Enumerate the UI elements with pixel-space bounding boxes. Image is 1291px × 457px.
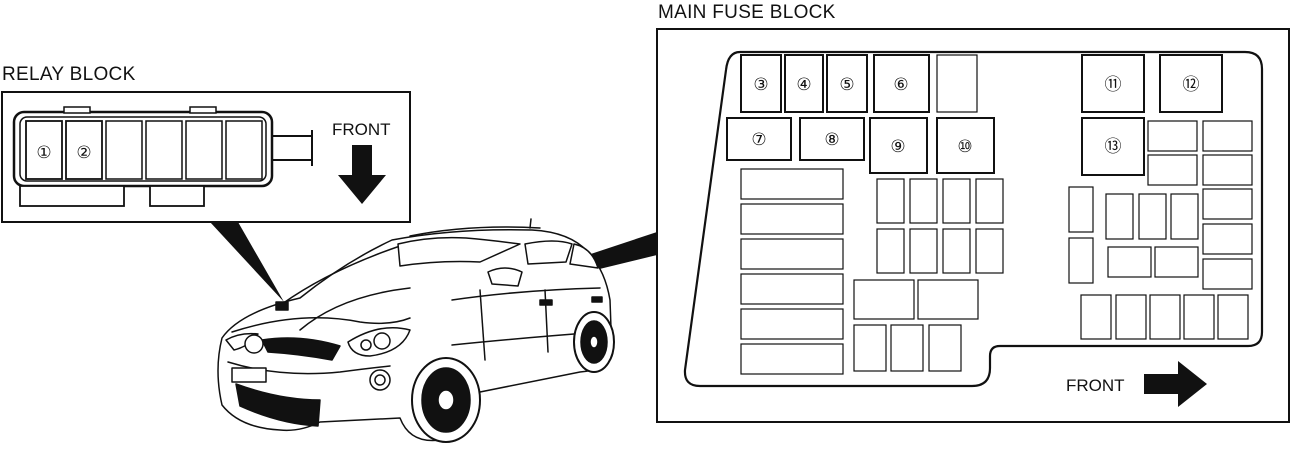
fuse-slot-7-label: ⑦ [751,130,766,149]
relay-front-label: FRONT [332,120,391,139]
fuse-slot-3 [740,54,782,113]
fuse-slot-3-label: ③ [753,75,768,94]
fuse-slot-9 [869,117,928,174]
fuse-slot-9-label: ⑨ [890,137,905,156]
fuse-slot-4-label: ④ [796,75,811,94]
fuse-slot-5 [826,54,868,113]
fuse-slot-13 [1081,117,1145,176]
fuse-slot-7 [726,117,792,161]
fuse-slot-11-label: ⑪ [1105,75,1122,94]
relay-cell-1 [25,120,63,180]
main-front-label: FRONT [1066,376,1125,395]
fuse-slot-5-label: ⑤ [839,75,854,94]
fuse-slot-6-label: ⑥ [893,75,908,94]
car-illustration [217,218,615,443]
main-fuse-block-title: MAIN FUSE BLOCK [658,2,836,23]
fuse-slot-13-label: ⑬ [1105,137,1122,156]
fuse-slot-4 [784,54,824,113]
fuse-slot-8-label: ⑧ [824,130,839,149]
relay-slot-2-label: ② [76,143,91,162]
front-arrow-down-icon [338,145,386,204]
fuse-slot-6 [873,54,930,113]
relay-block-panel: ① ② FRONT [1,91,411,223]
fuse-slot-10 [936,117,995,174]
main-fuse-block-panel: ③ ④ ⑤ ⑥ ⑦ ⑧ ⑨ ⑩ ⑪ ⑫ ⑬ [656,28,1290,423]
relay-cell-2 [65,120,103,180]
relay-block-title: RELAY BLOCK [2,64,136,85]
relay-slot-1-label: ① [36,143,51,162]
relay-callout-wedge [210,222,284,302]
front-arrow-right-icon [1144,361,1207,407]
fuse-slot-10-label: ⑩ [957,137,972,156]
fuse-slot-11 [1081,54,1145,113]
fuse-slot-12 [1159,54,1223,113]
fuse-slot-8 [799,117,865,161]
fuse-slot-12-label: ⑫ [1183,75,1200,94]
